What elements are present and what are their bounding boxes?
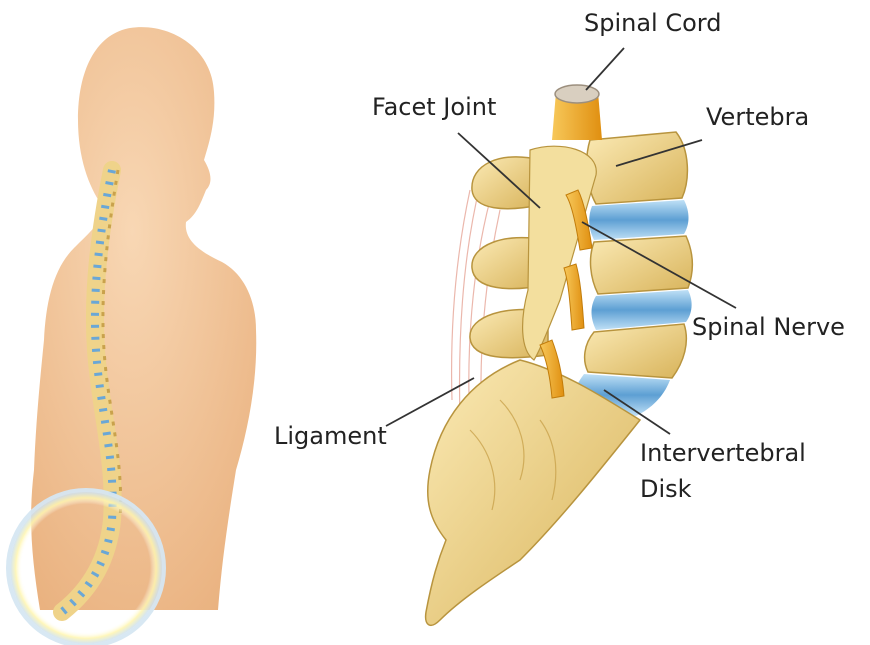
label-intervertebral-disk-line2: Disk [640,474,692,504]
label-ligament: Ligament [274,421,387,451]
facet-region [523,146,597,360]
highlight-ring [8,490,164,645]
spinal-cord [552,85,602,140]
vertebral-body-1 [587,132,688,204]
label-spinal-nerve: Spinal Nerve [692,312,845,342]
sacrum [426,360,640,625]
label-facet-joint: Facet Joint [372,92,496,122]
leader-spinal-cord [586,48,624,90]
vertebral-body-2 [591,236,693,294]
lumbar-spine [426,85,693,625]
label-intervertebral-disk-line1: Intervertebral [640,438,806,468]
label-vertebra: Vertebra [706,102,809,132]
label-spinal-cord: Spinal Cord [584,8,721,38]
vertebral-body-3 [585,324,687,378]
